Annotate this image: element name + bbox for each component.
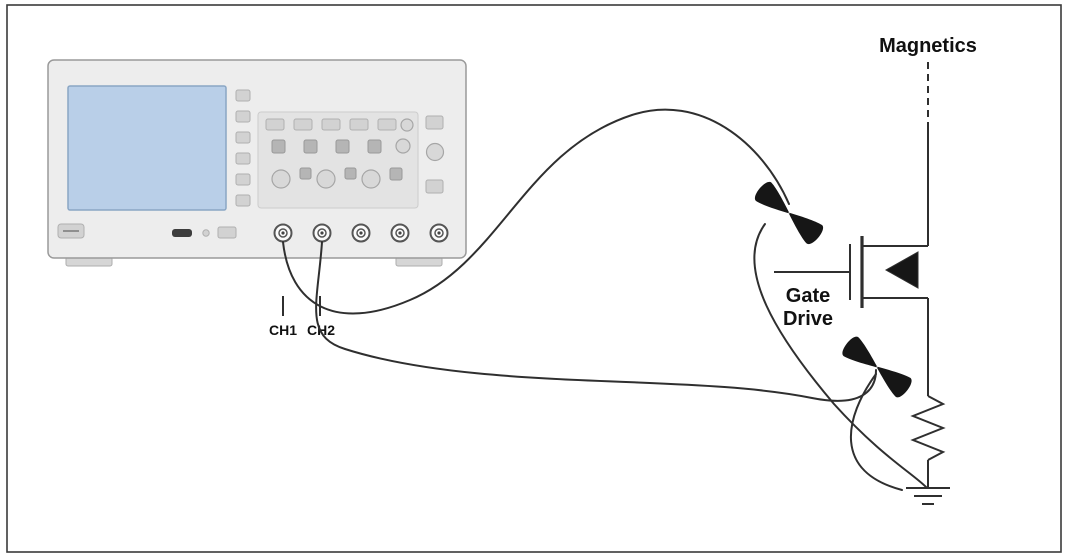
oscilloscope-icon xyxy=(47,59,467,267)
right-control-column xyxy=(425,115,445,194)
panel-button-dark xyxy=(335,139,350,154)
panel-button xyxy=(425,179,444,194)
circuit: Magnetics Gate Drive xyxy=(774,35,977,505)
panel-button xyxy=(293,118,313,131)
panel-button-dark xyxy=(303,139,318,154)
menu-button-column xyxy=(235,89,251,207)
gate-drive-label-line2: Drive xyxy=(783,308,833,330)
panel-button-dark xyxy=(344,167,357,180)
resistor-icon xyxy=(910,395,946,461)
led-icon xyxy=(202,229,210,237)
control-panel xyxy=(257,111,419,209)
panel-knob-icon xyxy=(271,169,291,189)
menu-button xyxy=(235,152,251,165)
bnc-aux xyxy=(429,223,449,243)
panel-button-dark xyxy=(367,139,382,154)
panel-button-dark xyxy=(389,167,403,181)
front-button xyxy=(217,226,237,239)
menu-button xyxy=(235,131,251,144)
menu-button xyxy=(235,89,251,102)
channel-callouts: CH1 CH2 xyxy=(269,296,335,338)
probe-ground-loop xyxy=(850,373,903,491)
panel-button xyxy=(321,118,341,131)
panel-button-dark xyxy=(299,167,312,180)
mosfet-icon: Gate Drive xyxy=(774,236,928,330)
bnc-ch3 xyxy=(351,223,371,243)
probe-clip-source xyxy=(842,336,912,398)
panel-knob-icon xyxy=(400,118,414,132)
bnc-ch4 xyxy=(390,223,410,243)
usb-slot-icon xyxy=(172,229,192,237)
panel-knob-icon xyxy=(425,142,445,162)
ch1-label: CH1 xyxy=(269,322,297,338)
menu-button xyxy=(235,110,251,123)
bnc-ch1 xyxy=(273,223,293,243)
bnc-connector-row xyxy=(273,223,449,243)
panel-button-dark xyxy=(271,139,286,154)
bnc-ch2 xyxy=(312,223,332,243)
probe-cables xyxy=(282,108,927,491)
menu-button xyxy=(235,173,251,186)
ch1-cable xyxy=(282,108,790,315)
ch2-cable xyxy=(315,241,877,402)
panel-button xyxy=(425,115,444,130)
scope-screen xyxy=(67,85,227,211)
probe-clip-icon xyxy=(754,181,824,245)
diagram-border xyxy=(6,4,1062,553)
magnetics-label: Magnetics xyxy=(879,35,977,57)
panel-knob-icon xyxy=(316,169,336,189)
body-diode-arrow-icon xyxy=(884,251,919,289)
ground-icon xyxy=(906,487,950,505)
menu-button xyxy=(235,194,251,207)
probe-clip-gate xyxy=(754,181,824,245)
probe-clip-icon xyxy=(842,336,912,398)
panel-knob-icon xyxy=(361,169,381,189)
panel-button xyxy=(349,118,369,131)
ground-lead-cable xyxy=(753,223,927,488)
panel-knob-icon xyxy=(395,138,411,154)
gate-drive-label-line1: Gate xyxy=(786,285,830,307)
panel-button xyxy=(265,118,285,131)
panel-button xyxy=(377,118,397,131)
